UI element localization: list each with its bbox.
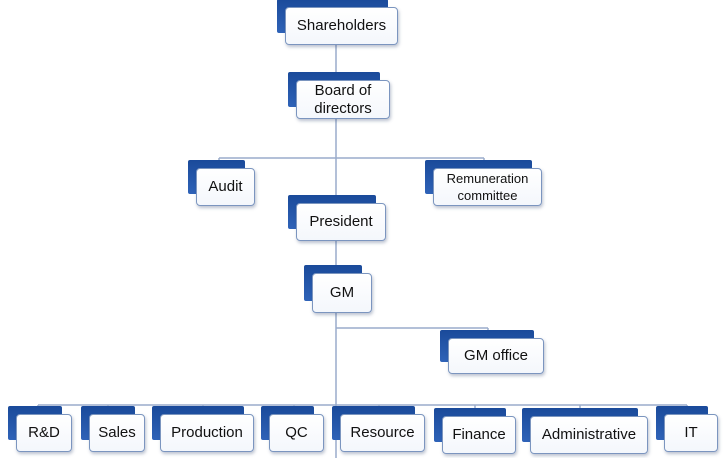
node-label: Administrative [530,416,648,454]
node-president: President [288,195,386,241]
node-label: GM [312,273,372,313]
node-sales: Sales [81,406,145,452]
node-production: Production [152,406,254,452]
node-rnd: R&D [8,406,72,452]
node-remuneration-committee: Remuneration committee [425,160,542,206]
node-gm: GM [304,265,372,313]
node-label: R&D [16,414,72,452]
node-it: IT [656,406,718,452]
node-label: Finance [442,416,516,454]
node-shareholders: Shareholders [277,0,398,45]
node-board-of-directors: Board of directors [288,72,390,119]
node-label: Board of directors [296,80,390,119]
node-administrative: Administrative [522,408,648,454]
node-label: Remuneration committee [433,168,542,206]
node-label: Resource [340,414,425,452]
node-label: Production [160,414,254,452]
node-label: Sales [89,414,145,452]
node-gm-office: GM office [440,330,544,374]
node-qc: QC [261,406,324,452]
node-audit: Audit [188,160,255,206]
node-label: President [296,203,386,241]
node-label: GM office [448,338,544,374]
node-finance: Finance [434,408,516,454]
node-label: IT [664,414,718,452]
node-resource: Resource [332,406,425,452]
node-label: Audit [196,168,255,206]
node-label: QC [269,414,324,452]
node-label: Shareholders [285,7,398,45]
